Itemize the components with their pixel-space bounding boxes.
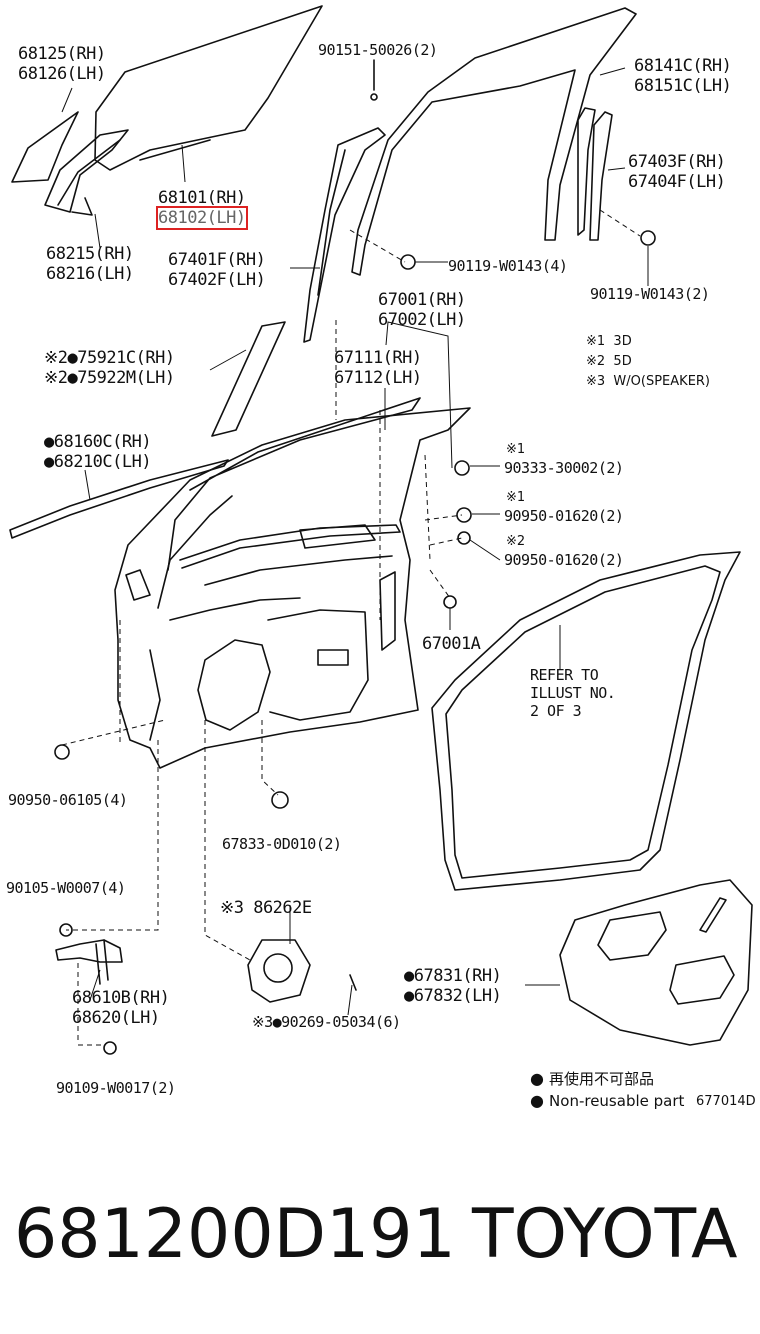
legend-en: ● Non-reusable part <box>530 1091 685 1110</box>
belt-molding-upper <box>211 321 286 437</box>
front-channel <box>303 127 386 343</box>
label-68102-highlighted: 68102(LH) <box>156 206 248 230</box>
bullet-icon: ● <box>530 1069 550 1088</box>
label-90950-b: 90950-01620(2) <box>504 551 624 569</box>
label-90119-2: 90119-W0143(2) <box>590 285 710 303</box>
label-90109: 90109-W0017(2) <box>56 1079 176 1097</box>
footer: 681200D191 TOYOTA <box>0 1190 760 1290</box>
door-trim-panel <box>559 879 753 1046</box>
label-67403F: 67403F(RH) 67404F(LH) <box>628 152 726 192</box>
speaker <box>247 939 311 1003</box>
door-weatherstrip <box>431 551 741 891</box>
note-mark-2: ※2 <box>506 534 526 549</box>
diagram-code: 677014D <box>696 1094 756 1109</box>
division-bar <box>577 107 596 236</box>
label-67401F: 67401F(RH) 67402F(LH) <box>168 250 266 290</box>
brand-name: TOYOTA <box>472 1195 738 1274</box>
label-67111: 67111(RH) 67112(LH) <box>334 348 422 388</box>
parts-diagram <box>9 5 753 1055</box>
label-68160C: ●68160C(RH) ●68210C(LH) <box>44 432 152 472</box>
note-3d: ※1 3D <box>586 334 632 349</box>
door-hinge <box>55 939 123 963</box>
label-67001A: 67001A <box>422 634 481 654</box>
label-refer-illust: REFER TO ILLUST NO. 2 OF 3 <box>530 666 616 720</box>
label-75921C: ※2●75921C(RH) ※2●75922M(LH) <box>44 348 175 388</box>
bullet-icon: ● <box>530 1091 550 1110</box>
legend-ja: ● 再使用不可部品 <box>530 1069 655 1088</box>
label-90269: ※3●90269-05034(6) <box>252 1013 401 1031</box>
label-90950-06105: 90950-06105(4) <box>8 791 128 809</box>
frame-weatherstrip <box>351 7 637 276</box>
label-90950-a: 90950-01620(2) <box>504 507 624 525</box>
label-68101: 68101(RH) <box>158 188 246 208</box>
label-90105: 90105-W0007(4) <box>6 879 126 897</box>
label-86262E: ※3 86262E <box>220 898 312 918</box>
label-90119-4: 90119-W0143(4) <box>448 257 568 275</box>
note-mark-1a: ※1 <box>506 442 526 457</box>
label-90333: 90333-30002(2) <box>504 459 624 477</box>
label-68610B: 68610B(RH) 68620(LH) <box>72 988 170 1028</box>
label-68215: 68215(RH) 68216(LH) <box>46 244 134 284</box>
label-90151: 90151-50026(2) <box>318 41 438 59</box>
door-glass <box>94 5 323 171</box>
label-67833: 67833-0D010(2) <box>222 835 342 853</box>
quarter-glass <box>11 111 79 183</box>
note-mark-1b: ※1 <box>506 490 526 505</box>
note-wo-speaker: ※3 W/O(SPEAKER) <box>586 374 711 389</box>
part-number: 681200D191 <box>14 1195 456 1274</box>
note-5d: ※2 5D <box>586 354 632 369</box>
door-panel <box>114 407 471 769</box>
outer-belt-molding <box>9 459 229 539</box>
label-68141C: 68141C(RH) 68151C(LH) <box>634 56 732 96</box>
label-67831: ●67831(RH) ●67832(LH) <box>404 966 502 1006</box>
label-67001: 67001(RH) 67002(LH) <box>378 290 466 330</box>
label-68125: 68125(RH) 68126(LH) <box>18 44 106 84</box>
